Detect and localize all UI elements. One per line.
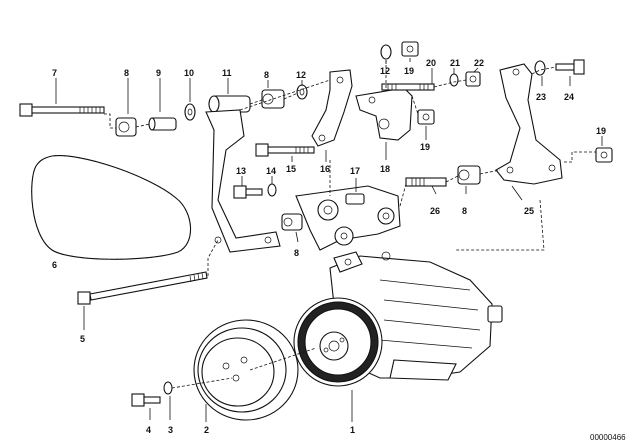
bracket-16 [311, 69, 353, 147]
bolt-13 [233, 185, 263, 199]
callout-19a: 19 [404, 66, 414, 76]
tensioner-17 [295, 185, 401, 251]
callout-5: 5 [80, 334, 85, 344]
callout-8a: 8 [124, 68, 129, 78]
callout-7: 7 [52, 68, 57, 78]
washer-14 [267, 183, 277, 197]
callout-9: 9 [156, 68, 161, 78]
bracket-18 [355, 87, 413, 141]
nut-19-right [595, 147, 613, 163]
stud-26 [405, 177, 447, 187]
bolt-15 [255, 143, 315, 157]
callout-19c: 19 [596, 126, 606, 136]
alternator [293, 251, 503, 387]
callout-12b: 12 [380, 66, 390, 76]
callout-16: 16 [320, 164, 330, 174]
callout-2: 2 [204, 425, 209, 435]
callout-17: 17 [350, 166, 360, 176]
callout-10: 10 [184, 68, 194, 78]
nut-8-upper [261, 89, 285, 109]
callout-8c: 8 [462, 206, 467, 216]
callout-20: 20 [426, 58, 436, 68]
callout-8d: 8 [294, 248, 299, 258]
callout-3: 3 [168, 425, 173, 435]
nut-19-middle [417, 109, 435, 125]
bolt-7 [19, 103, 105, 117]
callout-15: 15 [286, 164, 296, 174]
callout-26: 26 [430, 206, 440, 216]
callout-25: 25 [524, 206, 534, 216]
washer-21 [449, 73, 459, 87]
callout-13: 13 [236, 166, 246, 176]
stud-20 [381, 83, 435, 91]
document-id: 00000466 [590, 433, 626, 442]
bracket-left [205, 109, 281, 253]
callout-1: 1 [350, 425, 355, 435]
pulley [193, 319, 299, 421]
callout-6: 6 [52, 260, 57, 270]
callout-12a: 12 [296, 70, 306, 80]
callout-19b: 19 [420, 142, 430, 152]
callout-24: 24 [564, 92, 574, 102]
washer-12-top [380, 44, 392, 60]
callout-14: 14 [266, 166, 276, 176]
callout-8b: 8 [264, 70, 269, 80]
bolt-24 [555, 59, 585, 75]
bracket-25 [495, 63, 563, 185]
callout-22: 22 [474, 58, 484, 68]
washer-12-left [296, 84, 308, 100]
nut-8-left [115, 117, 137, 137]
nut-22 [465, 71, 481, 87]
bolt-5 [77, 271, 208, 305]
nut-19-top [401, 41, 419, 57]
washer-10 [184, 103, 196, 121]
callout-11: 11 [222, 68, 232, 78]
bolt-4 [131, 393, 161, 407]
drive-belt [31, 155, 192, 260]
sleeve-11 [208, 95, 251, 113]
callout-labels: 1 2 3 4 5 6 7 8 9 10 11 8 12 12 19 20 21… [52, 58, 606, 435]
callout-18: 18 [380, 164, 390, 174]
nut-8-lower [281, 213, 303, 231]
callout-23: 23 [536, 92, 546, 102]
nut-8-right [457, 165, 481, 185]
callout-4: 4 [146, 425, 151, 435]
washer-23 [534, 60, 546, 76]
callout-21: 21 [450, 58, 460, 68]
bushing-9 [148, 117, 177, 131]
washer-3 [163, 381, 173, 395]
